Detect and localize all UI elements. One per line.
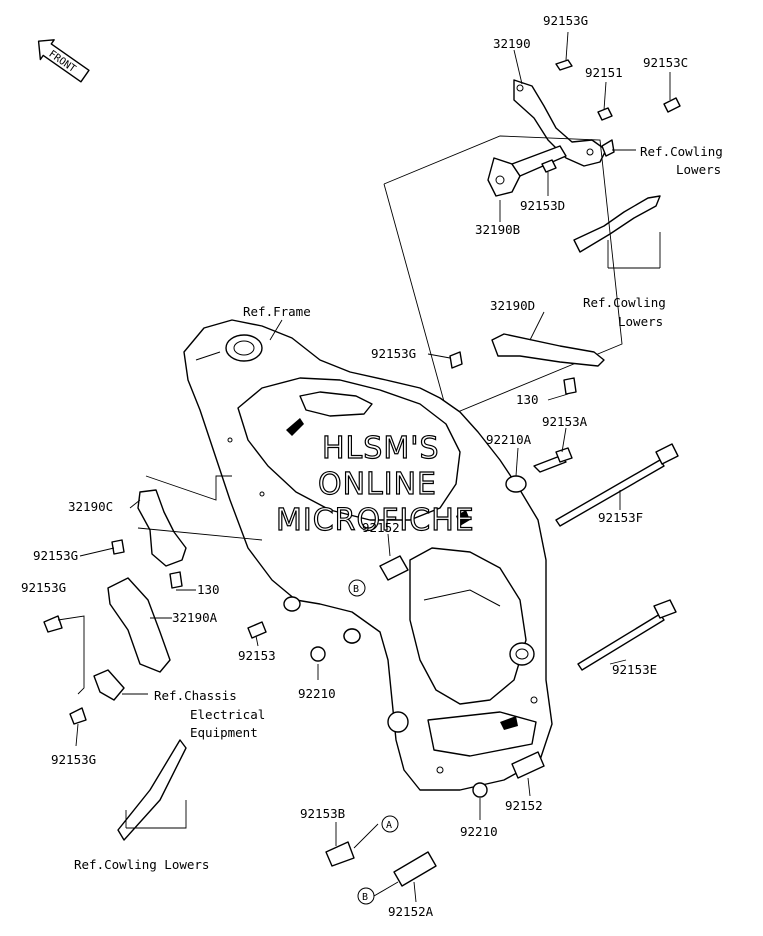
label-92153a: 92153A: [542, 414, 588, 429]
ref-cowling-1-line2: Lowers: [676, 162, 721, 177]
label-92153f: 92153F: [598, 510, 643, 525]
label-92153e: 92153E: [612, 662, 657, 677]
svg-text:A: A: [386, 820, 392, 831]
label-92153g-left2: 92153G: [21, 580, 66, 595]
ref-chassis-line2: Electrical: [190, 707, 265, 722]
bracket-32190d: [449, 333, 605, 395]
ref-cowling-bottom-label: Ref.Cowling Lowers: [74, 857, 209, 872]
label-92153c: 92153C: [643, 55, 688, 70]
label-32190-top: 32190: [493, 36, 531, 51]
label-92152a: 92152A: [388, 904, 434, 919]
ref-frame-label: Ref.Frame: [243, 304, 311, 319]
callout-a-bottom: A: [381, 815, 399, 833]
svg-text:ONLINE: ONLINE: [318, 467, 437, 502]
label-92151: 92151: [585, 65, 623, 80]
label-92153d: 92153D: [520, 198, 565, 213]
label-32190b: 32190B: [475, 222, 520, 237]
ref-chassis-line1: Ref.Chassis: [154, 688, 237, 703]
label-130-right: 130: [516, 392, 539, 407]
label-32190c: 32190C: [68, 499, 113, 514]
collar-92152-upper: [379, 555, 409, 581]
callout-b-frame: B: [348, 579, 366, 597]
label-92153g-mid: 92153G: [371, 346, 416, 361]
label-92153g-top: 92153G: [543, 13, 588, 28]
reference-labels: Ref.Frame Ref.Cowling Lowers Ref.Cowling…: [74, 144, 723, 872]
ref-chassis-line3: Equipment: [190, 725, 258, 740]
svg-text:HLSM'S: HLSM'S: [322, 431, 440, 466]
ref-cowling-1-line1: Ref.Cowling: [640, 144, 723, 159]
upper-bracket-assembly: [487, 59, 681, 253]
label-32190a: 32190A: [172, 610, 218, 625]
part-labels: 92153G 32190 92151 92153C 92153D 32190B …: [21, 13, 688, 919]
svg-text:MICROFICHE: MICROFICHE: [276, 503, 475, 538]
svg-text:B: B: [362, 892, 368, 903]
label-130-left: 130: [197, 582, 220, 597]
label-92152-lower: 92152: [505, 798, 543, 813]
ref-cowling-2-line1: Ref.Cowling: [583, 295, 666, 310]
label-32190d: 32190D: [490, 298, 535, 313]
lower-hardware: [310, 628, 545, 887]
front-arrow-icon: FRONT: [37, 39, 90, 83]
watermark: HLSM'S ONLINE MICROFICHE: [275, 430, 475, 538]
label-92210a: 92210A: [486, 432, 532, 447]
leader-lines: [75, 31, 671, 903]
callout-b-bottom: B: [357, 887, 375, 905]
long-bolts: [505, 443, 679, 671]
label-92210-mid: 92210: [298, 686, 336, 701]
label-92210-lower: 92210: [460, 824, 498, 839]
svg-text:B: B: [353, 584, 359, 595]
label-92152-upper: 92152: [362, 520, 400, 535]
main-frame: [183, 319, 553, 791]
label-92153g-left: 92153G: [33, 548, 78, 563]
ref-cowling-2-line2: Lowers: [618, 314, 663, 329]
label-92153g-bottom: 92153G: [51, 752, 96, 767]
left-bracket-assembly: [43, 489, 267, 841]
label-92153b: 92153B: [300, 806, 345, 821]
label-92153: 92153: [238, 648, 276, 663]
